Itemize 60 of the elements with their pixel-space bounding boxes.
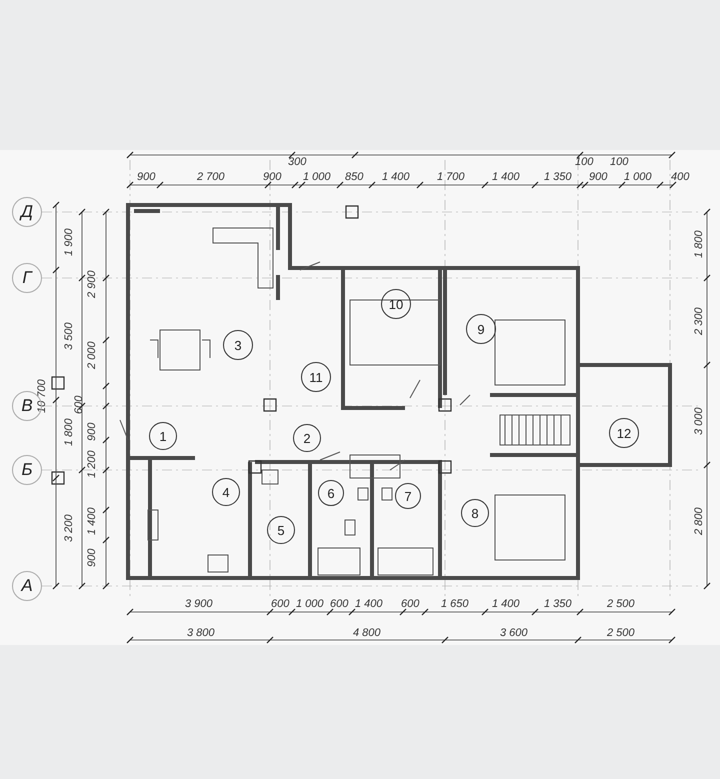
dimension-value: 1 400 — [87, 507, 98, 535]
dimension-value: 3 200 — [64, 514, 75, 542]
dimension-value: 600 — [271, 599, 290, 610]
dimension-value: 3 000 — [694, 407, 705, 435]
dimension-value: 1 400 — [492, 599, 520, 610]
dimension-value: 2 700 — [197, 172, 225, 183]
dimension-value: 1 000 — [296, 599, 324, 610]
dimension-value: 600 — [401, 599, 420, 610]
dimension-value: 900 — [87, 422, 98, 441]
dimension-value: 2 500 — [607, 628, 635, 639]
room-number: 10 — [381, 289, 411, 319]
room-number: 1 — [149, 422, 177, 450]
dimension-value: 2 500 — [607, 599, 635, 610]
dimension-value: 900 — [137, 172, 156, 183]
dimension-value: 900 — [589, 172, 608, 183]
room-number: 2 — [293, 424, 321, 452]
dimension-value: 1 800 — [64, 418, 75, 446]
room-number: 5 — [267, 516, 295, 544]
dimension-value: 1 800 — [694, 230, 705, 258]
grid-axis-marker: Д — [12, 197, 42, 227]
dimension-value: 1 400 — [382, 172, 410, 183]
dimension-value: 400 — [671, 172, 690, 183]
dimension-value: 850 — [345, 172, 364, 183]
dimension-value: 1 350 — [544, 599, 572, 610]
dimension-value: 300 — [288, 157, 306, 168]
dimension-value: 1 400 — [355, 599, 383, 610]
dimension-value: 3 500 — [64, 322, 75, 350]
dimension-value: 600 — [330, 599, 348, 610]
room-number: 4 — [212, 478, 240, 506]
dimension-value: 1 350 — [544, 172, 572, 183]
dimension-value: 900 — [87, 548, 98, 567]
dimension-value: 1 200 — [87, 450, 98, 478]
dimension-value: 2 900 — [87, 270, 98, 298]
dimension-value: 3 800 — [187, 628, 215, 639]
dimension-value: 1 900 — [64, 228, 75, 256]
room-number: 3 — [223, 330, 253, 360]
dimension-value: 100 — [575, 157, 594, 168]
dimension-value: 4 800 — [353, 628, 381, 639]
grid-axis-marker: Г — [12, 263, 42, 293]
dimension-value: 900 — [263, 172, 282, 183]
grid-axis-marker: Б — [12, 455, 42, 485]
dimension-value: 1 400 — [492, 172, 520, 183]
dimension-value: 600 — [74, 396, 85, 414]
dimension-value: 100 — [610, 157, 628, 168]
room-number: 9 — [466, 314, 496, 344]
room-number: 7 — [395, 483, 421, 509]
room-number: 11 — [301, 362, 331, 392]
dimension-value: 3 900 — [185, 599, 213, 610]
grid-axis-marker: А — [12, 571, 42, 601]
room-number: 6 — [318, 480, 344, 506]
dimension-value: 1 650 — [441, 599, 469, 610]
dimension-value: 1 000 — [303, 172, 331, 183]
room-number: 8 — [461, 499, 489, 527]
dimension-value: 3 600 — [500, 628, 528, 639]
dimension-value: 1 700 — [437, 172, 465, 183]
room-number: 12 — [609, 418, 639, 448]
dimension-value: 2 300 — [694, 307, 705, 335]
dimension-value: 2 000 — [87, 341, 98, 369]
dimension-value: 2 800 — [694, 507, 705, 535]
dimension-value: 1 000 — [624, 172, 652, 183]
